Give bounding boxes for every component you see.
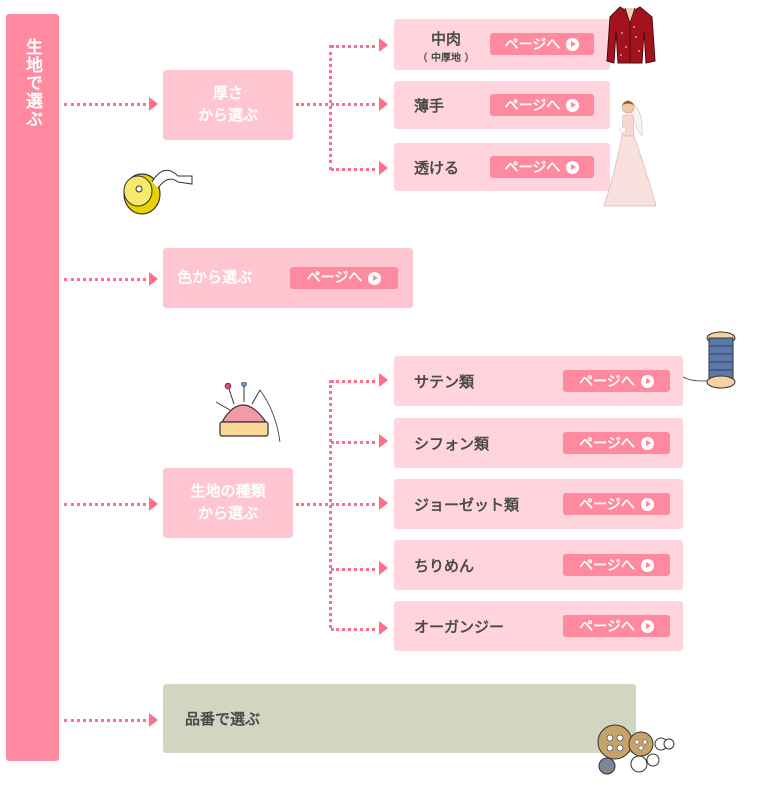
- category-product-number[interactable]: 品番で選ぶ: [163, 684, 636, 753]
- category-line2: から選ぶ: [197, 106, 258, 124]
- jacket-icon: [606, 6, 656, 64]
- connector-line: [331, 628, 375, 631]
- arrow-icon: [379, 434, 388, 448]
- sidebar: 生地で選ぶ: [6, 14, 59, 761]
- category-label: 品番で選ぶ: [185, 710, 261, 728]
- arrow-icon: [149, 97, 158, 111]
- category-thickness[interactable]: 厚さ から選ぶ: [163, 70, 293, 140]
- fabric-item-georgette[interactable]: ジョーゼット類 ページへ: [394, 479, 683, 529]
- page-button[interactable]: ページへ: [563, 370, 670, 392]
- fabric-item-chirimen[interactable]: ちりめん ページへ: [394, 540, 683, 590]
- play-circle-icon: [368, 271, 382, 285]
- item-label: 透ける: [414, 158, 460, 177]
- category-label: 色から選ぶ: [177, 268, 253, 287]
- fabric-item-satin[interactable]: サテン類 ページへ: [394, 356, 683, 406]
- arrow-icon: [379, 496, 388, 510]
- arrow-icon: [379, 38, 388, 52]
- page-button[interactable]: ページへ: [490, 156, 594, 178]
- connector-line: [64, 719, 146, 722]
- category-line1: 厚さ: [212, 84, 243, 103]
- category-fabric-type[interactable]: 生地の種類 から選ぶ: [163, 468, 293, 538]
- thickness-item-sheer[interactable]: 透ける ページへ: [394, 143, 610, 191]
- thickness-item-thin[interactable]: 薄手 ページへ: [394, 81, 610, 129]
- category-line1: 生地の種類: [190, 482, 266, 501]
- connector-line: [329, 380, 332, 628]
- page-button[interactable]: ページへ: [563, 615, 670, 637]
- thread-spool-icon: [676, 331, 736, 389]
- arrow-icon: [379, 161, 388, 175]
- arrow-icon: [379, 561, 388, 575]
- connector-line: [331, 168, 375, 171]
- item-label: ちりめん: [414, 556, 475, 575]
- item-label: 薄手: [414, 96, 445, 115]
- bride-icon: [603, 99, 657, 207]
- page-button[interactable]: ページへ: [490, 33, 594, 55]
- play-circle-icon: [566, 98, 580, 112]
- connector-line: [329, 45, 332, 170]
- connector-line: [331, 45, 375, 48]
- item-label: ジョーゼット類: [414, 495, 520, 514]
- play-circle-icon: [640, 497, 654, 511]
- play-circle-icon: [566, 160, 580, 174]
- category-color[interactable]: 色から選ぶ ページへ: [163, 248, 413, 308]
- play-circle-icon: [640, 558, 654, 572]
- fabric-item-chiffon[interactable]: シフォン類 ページへ: [394, 418, 683, 468]
- item-label: 中肉: [430, 30, 461, 48]
- pincushion-icon: [215, 382, 281, 443]
- page-button[interactable]: ページへ: [563, 493, 670, 515]
- item-label: サテン類: [414, 372, 475, 391]
- page-button[interactable]: ページへ: [490, 94, 594, 116]
- sidebar-title: 生地で選ぶ: [22, 38, 42, 128]
- play-circle-icon: [566, 37, 580, 51]
- connector-line: [331, 568, 375, 571]
- connector-line: [296, 503, 328, 506]
- category-line2: から選ぶ: [197, 504, 258, 522]
- item-label: オーガンジー: [414, 617, 505, 636]
- connector-line: [331, 103, 375, 106]
- arrow-icon: [149, 272, 158, 286]
- arrow-icon: [149, 497, 158, 511]
- connector-line: [331, 380, 375, 383]
- connector-line: [64, 503, 146, 506]
- page-button[interactable]: ページへ: [563, 432, 670, 454]
- item-sublabel: （ 中厚地 ）: [417, 53, 475, 64]
- item-label: シフォン類: [414, 434, 490, 453]
- connector-line: [296, 103, 328, 106]
- tape-measure-icon: [123, 169, 193, 215]
- page-button[interactable]: ページへ: [290, 267, 398, 289]
- connector-line: [64, 278, 146, 281]
- connector-line: [331, 441, 375, 444]
- buttons-icon: [597, 724, 675, 775]
- thickness-item-medium[interactable]: 中肉 （ 中厚地 ） ページへ: [394, 19, 610, 70]
- play-circle-icon: [640, 436, 654, 450]
- arrow-icon: [379, 97, 388, 111]
- play-circle-icon: [640, 619, 654, 633]
- arrow-icon: [149, 713, 158, 727]
- connector-line: [64, 103, 146, 106]
- connector-line: [331, 503, 375, 506]
- arrow-icon: [379, 621, 388, 635]
- play-circle-icon: [640, 374, 654, 388]
- arrow-icon: [379, 373, 388, 387]
- fabric-item-organza[interactable]: オーガンジー ページへ: [394, 601, 683, 651]
- page-button[interactable]: ページへ: [563, 554, 670, 576]
